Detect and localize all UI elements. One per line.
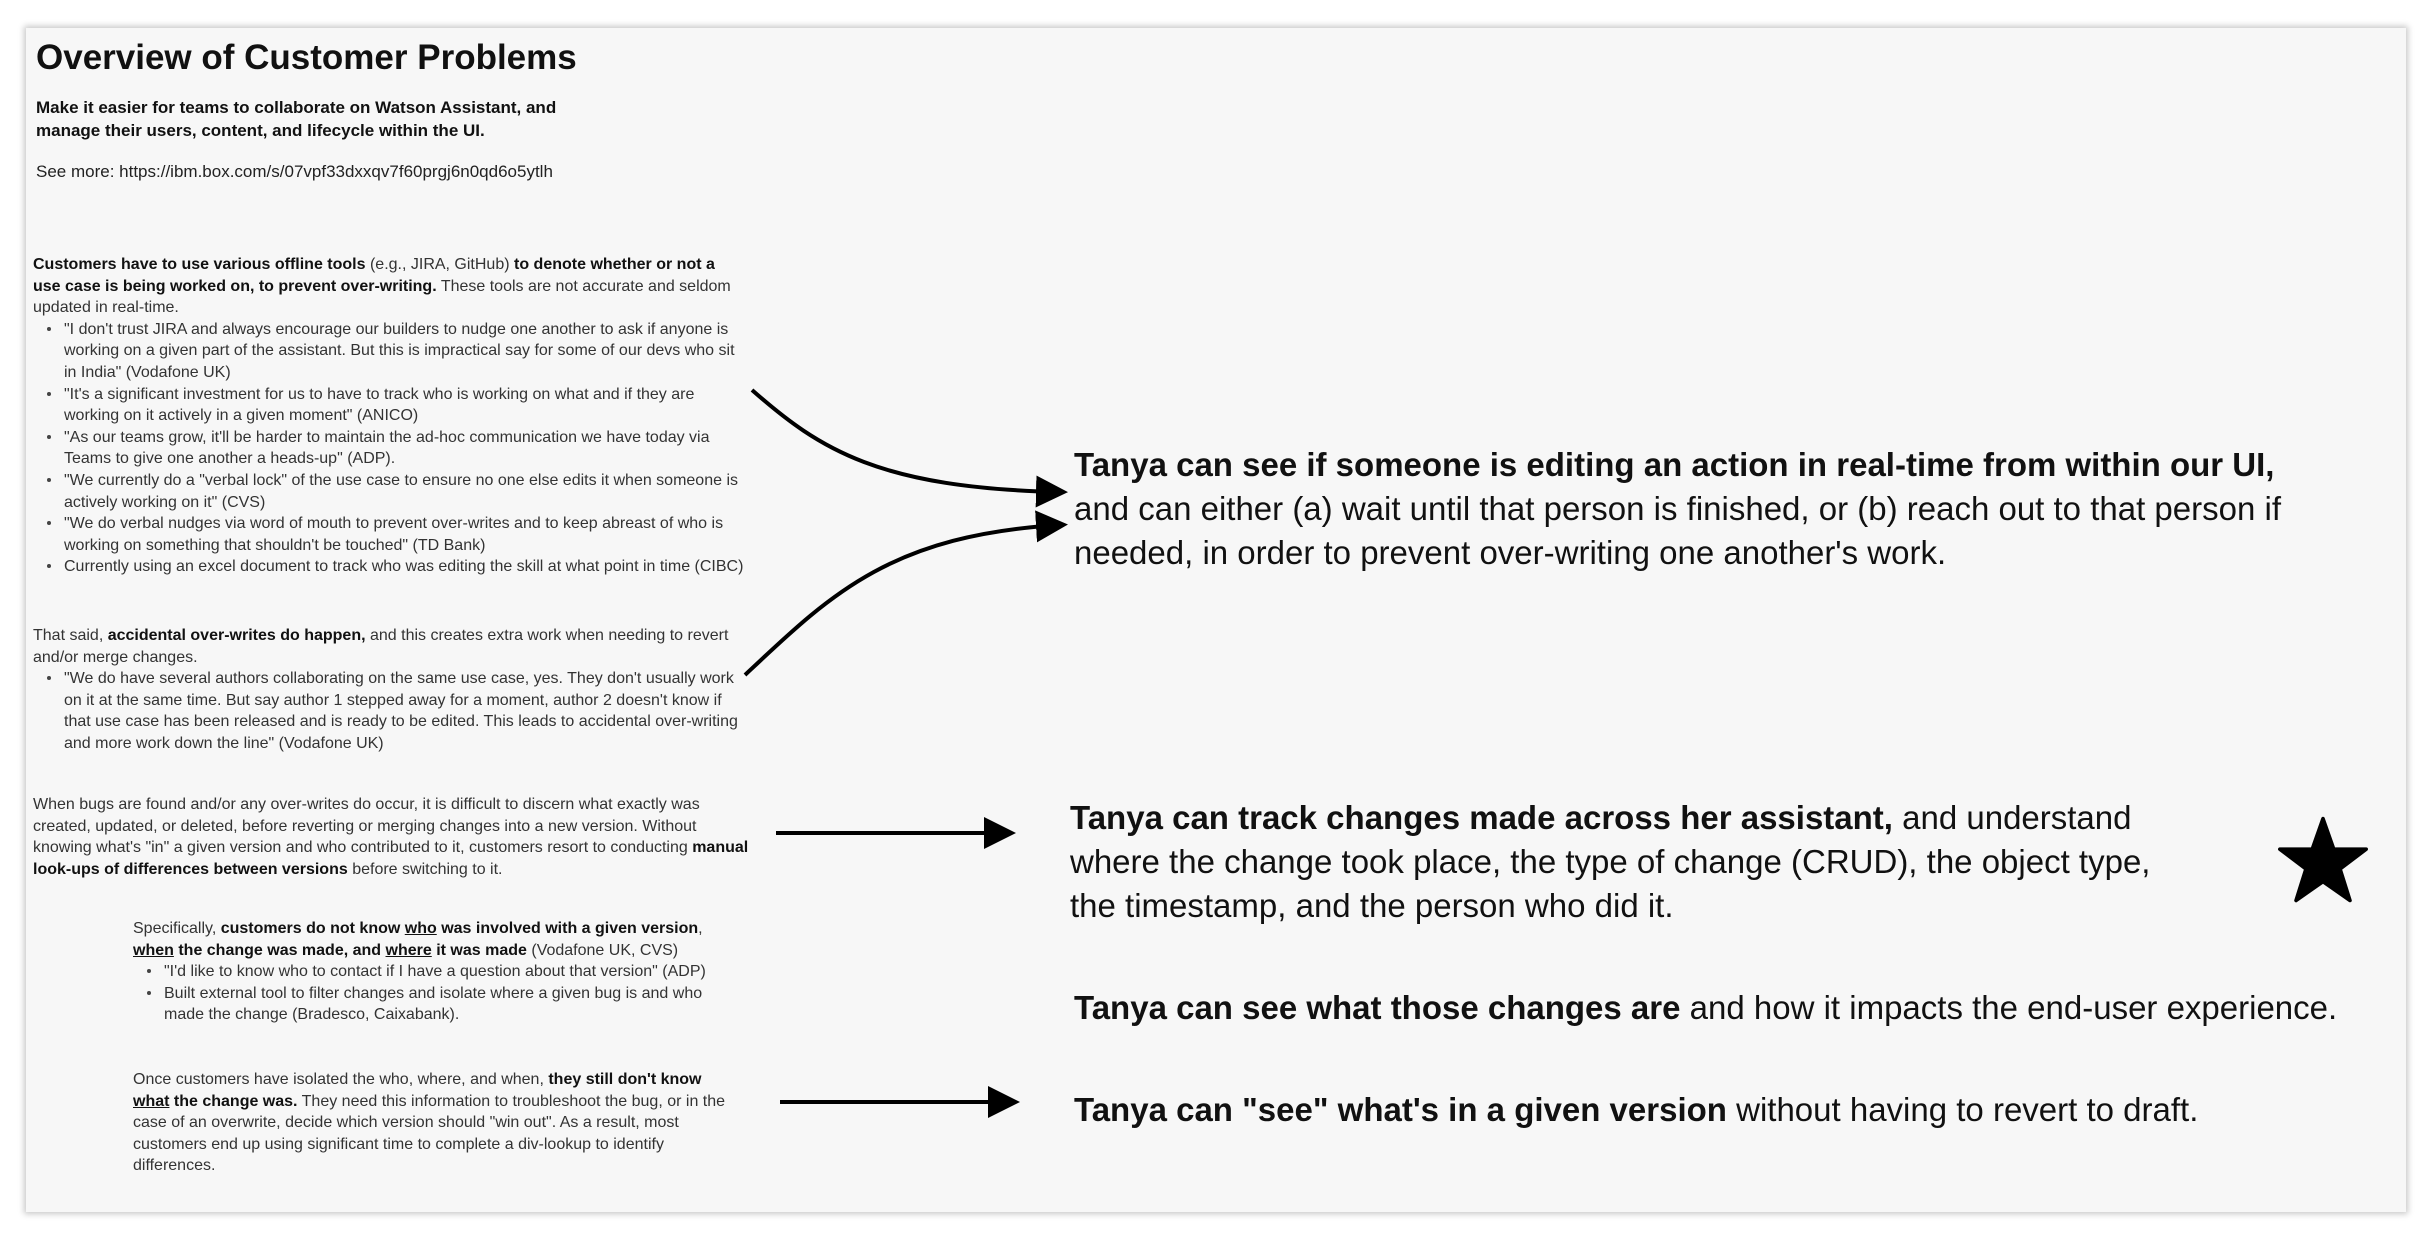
arrow-icon — [750, 388, 1068, 508]
statement-track-changes: Tanya can track changes made across her … — [1070, 799, 2151, 924]
problem-bugs: When bugs are found and/or any over-writ… — [33, 796, 749, 878]
problem-specifically-intro: Specifically, customers do not know who … — [133, 920, 703, 959]
statement-see-version: Tanya can "see" what's in a given versio… — [1074, 1091, 2199, 1128]
page-title: Overview of Customer Problems — [36, 38, 577, 77]
arrow-icon — [743, 510, 1068, 677]
list-item: Built external tool to filter changes an… — [147, 983, 737, 1026]
see-more-link[interactable]: See more: https://ibm.box.com/s/07vpf33d… — [36, 162, 553, 181]
list-item: "As our teams grow, it'll be harder to m… — [47, 427, 745, 470]
statement-see-changes: Tanya can see what those changes are and… — [1074, 989, 2338, 1026]
quote-list: "I don't trust JIRA and always encourage… — [33, 319, 745, 578]
problem-accidental-intro: That said, accidental over-writes do hap… — [33, 627, 729, 666]
list-item: "I'd like to know who to contact if I ha… — [147, 961, 737, 983]
star-icon — [2278, 816, 2368, 903]
list-item: "It's a significant investment for us to… — [47, 384, 745, 427]
statement-realtime-editing: Tanya can see if someone is editing an a… — [1074, 446, 2281, 571]
problem-offline-tools-intro: Customers have to use various offline to… — [33, 256, 731, 317]
list-item: "We currently do a "verbal lock" of the … — [47, 470, 745, 513]
problem-accidental-overwrites: That said, accidental over-writes do hap… — [33, 625, 745, 755]
whiteboard — [26, 28, 2406, 1212]
list-item: Currently using an excel document to tra… — [47, 556, 745, 578]
problem-isolated: Once customers have isolated the who, wh… — [133, 1071, 726, 1175]
problem-offline-tools: Customers have to use various offline to… — [33, 254, 745, 578]
problem-specifically: Specifically, customers do not know who … — [133, 918, 737, 1026]
list-item: "I don't trust JIRA and always encourage… — [47, 319, 745, 384]
quote-list: "I'd like to know who to contact if I ha… — [133, 961, 737, 1026]
list-item: "We do verbal nudges via word of mouth t… — [47, 513, 745, 556]
quote-list: "We do have several authors collaboratin… — [33, 668, 745, 754]
list-item: "We do have several authors collaboratin… — [47, 668, 745, 754]
page-subtitle: Make it easier for teams to collaborate … — [36, 98, 557, 140]
